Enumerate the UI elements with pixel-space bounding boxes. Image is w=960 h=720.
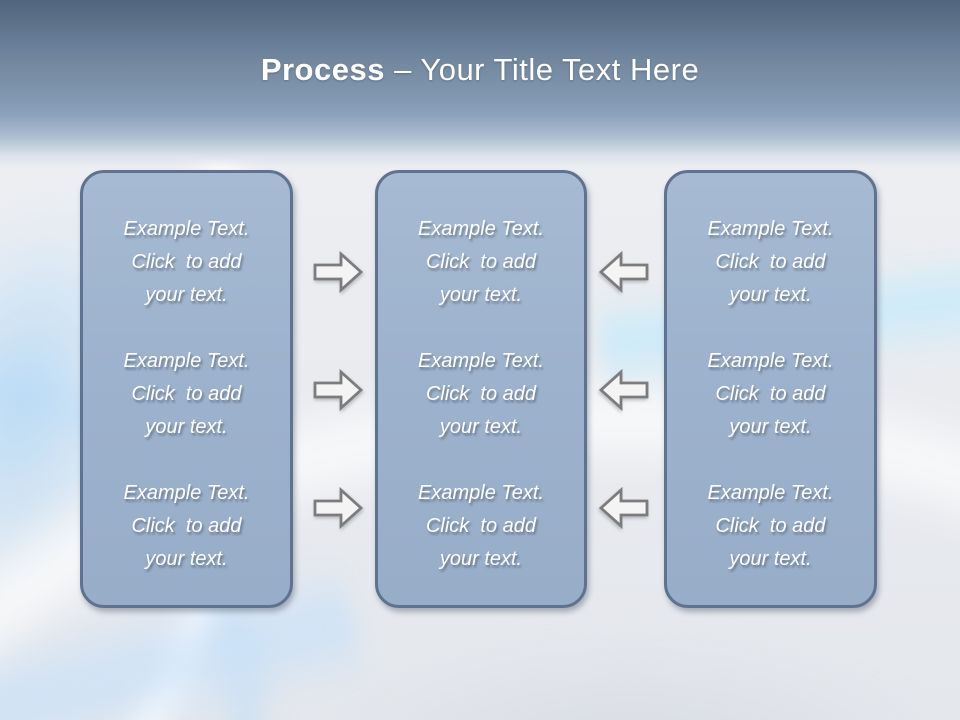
text-block[interactable]: Example Text. Click to add your text. [378,213,584,312]
text-block[interactable]: Example Text. Click to add your text. [83,345,290,444]
text-line: your text. [729,548,812,570]
text-line: Example Text. [707,218,834,240]
text-block[interactable]: Example Text. Click to add your text. [667,477,874,576]
text-line: Example Text. [707,482,834,504]
text-block[interactable]: Example Text. Click to add your text. [83,477,290,576]
right-arrow-icon [312,367,364,413]
text-line: Click to add [715,251,826,273]
text-line: Click to add [425,251,537,273]
text-block[interactable]: Example Text. Click to add your text. [667,213,874,312]
text-line: Example Text. [123,482,250,504]
text-line: Example Text. [707,350,834,372]
text-line: your text. [145,284,228,306]
page-title: Process – Your Title Text Here [0,52,960,88]
process-box-left[interactable]: Example Text. Click to add your text. Ex… [80,170,293,608]
title-bar: Process – Your Title Text Here [0,0,960,168]
text-block[interactable]: Example Text. Click to add your text. [378,477,584,576]
process-box-right[interactable]: Example Text. Click to add your text. Ex… [664,170,877,608]
text-line: Click to add [715,515,826,537]
text-line: Example Text. [123,350,250,372]
right-arrow-icon [312,485,364,531]
text-line: your text. [439,284,523,306]
text-line: your text. [729,284,812,306]
text-block[interactable]: Example Text. Click to add your text. [667,345,874,444]
text-line: your text. [439,548,523,570]
text-line: Example Text. [123,218,250,240]
text-block[interactable]: Example Text. Click to add your text. [378,345,584,444]
left-arrow-icon [598,249,650,295]
text-line: Click to add [131,515,242,537]
title-keyword: Process [260,52,385,87]
title-subtitle: – Your Title Text Here [394,52,700,87]
text-block[interactable]: Example Text. Click to add your text. [83,213,290,312]
left-arrow-icon [598,367,650,413]
text-line: your text. [145,416,228,438]
left-arrow-icon [598,485,650,531]
text-line: Example Text. [418,350,544,372]
text-line: Click to add [131,251,242,273]
text-line: your text. [439,416,523,438]
text-line: Example Text. [418,482,544,504]
background-swirl [180,600,960,720]
process-box-middle[interactable]: Example Text. Click to add your text. Ex… [375,170,587,608]
text-line: your text. [729,416,812,438]
text-line: Click to add [715,383,826,405]
right-arrow-icon [312,249,364,295]
text-line: Example Text. [418,218,544,240]
text-line: Click to add [425,515,537,537]
text-line: Click to add [425,383,537,405]
text-line: Click to add [131,383,242,405]
text-line: your text. [145,548,228,570]
